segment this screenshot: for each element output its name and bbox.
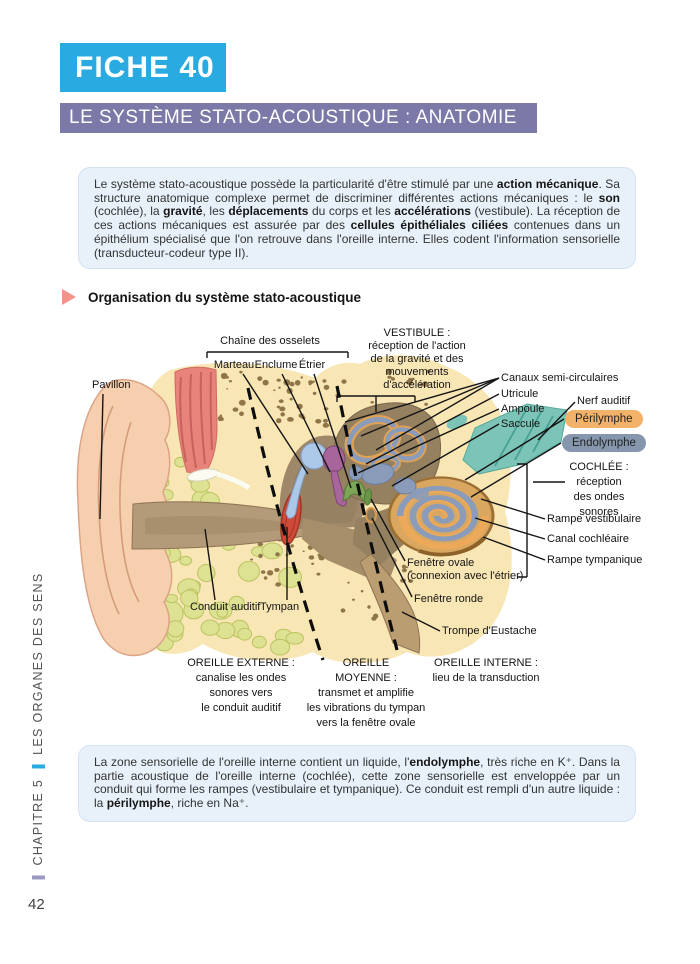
label-trompe-eustache: Trompe d'Eustache: [442, 625, 537, 637]
page-number: 42: [28, 896, 45, 913]
page-title: LE SYSTÈME STATO-ACOUSTIQUE : ANATOMIE: [60, 103, 537, 133]
sidebar-separator-cyan: [31, 764, 45, 769]
ear-canal: [131, 501, 305, 550]
label-chaine-osselets: Chaîne des osselets: [220, 335, 320, 347]
summary-oreille-interne: OREILLE INTERNE : lieu de la transductio…: [432, 657, 540, 684]
label-tympan: Tympan: [260, 601, 300, 613]
label-fenetre-ovale: Fenêtre ovale (connexion avec l'étrier): [407, 557, 524, 582]
label-utricule: Utricule: [501, 388, 539, 400]
section-heading: Organisation du système stato-acoustique: [62, 289, 361, 305]
label-etrier: Étrier: [298, 359, 326, 371]
label-cochlee: COCHLÉE : réception des ondes sonores: [569, 461, 629, 518]
sidebar-section-text: LES ORGANES DES SENS: [31, 572, 45, 755]
temporal-muscle: [174, 366, 251, 491]
section-heading-label: Organisation du système stato-acoustique: [88, 289, 362, 305]
ear-illustration: [76, 351, 576, 664]
label-canal-cochleaire: Canal cochléaire: [547, 533, 629, 545]
label-conduit-auditif: Conduit auditif: [190, 601, 261, 613]
label-ampoule: Ampoule: [501, 403, 545, 415]
label-fenetre-ronde: Fenêtre ronde: [414, 593, 484, 605]
label-nerf-auditif: Nerf auditif: [577, 395, 631, 407]
ear-anatomy-diagram: Chaîne des osselets Marteau Enclume Étri…: [75, 322, 646, 742]
sidebar-separator-purple: [31, 875, 45, 880]
region-boundary-dashes: [246, 385, 399, 661]
stapes-shape: [342, 480, 373, 506]
sidebar-chapter-text: CHAPITRE 5: [31, 778, 45, 866]
round-window: [365, 507, 377, 523]
label-enclume: Enclume: [254, 359, 298, 371]
label-vestibule: VESTIBULE : réception de l'action de la …: [368, 327, 466, 391]
label-pavillon: Pavillon: [92, 379, 131, 391]
endolymphe-badge: Endolymphe: [562, 434, 646, 452]
eustachian-tube: [359, 553, 421, 654]
intro-paragraph: Le système stato-acoustique possède la p…: [78, 167, 636, 269]
sidebar-chapter-label: CHAPITRE 5 LES ORGANES DES SENS: [31, 573, 45, 880]
label-marteau: Marteau: [213, 359, 255, 371]
summary-oreille-externe: OREILLE EXTERNE : canalise les ondes son…: [187, 657, 295, 714]
label-brackets: [206, 351, 565, 578]
label-rampe-vestibulaire: Rampe vestibulaire: [547, 513, 642, 525]
outro-paragraph: La zone sensorielle de l'oreille interne…: [78, 745, 636, 822]
perilymphe-badge: Périlymphe: [565, 410, 643, 428]
section-arrow-icon: [62, 289, 76, 305]
label-canaux-semi-circulaires: Canaux semi-circulaires: [501, 372, 619, 384]
malleus-shape: [285, 442, 328, 519]
summary-oreille-moyenne: OREILLE MOYENNE : transmet et amplifie l…: [306, 657, 426, 729]
leader-lines: [99, 373, 576, 632]
label-rampe-tympanique: Rampe tympanique: [547, 554, 643, 566]
fiche-number-banner: FICHE 40: [60, 43, 226, 92]
label-saccule: Saccule: [501, 418, 541, 430]
